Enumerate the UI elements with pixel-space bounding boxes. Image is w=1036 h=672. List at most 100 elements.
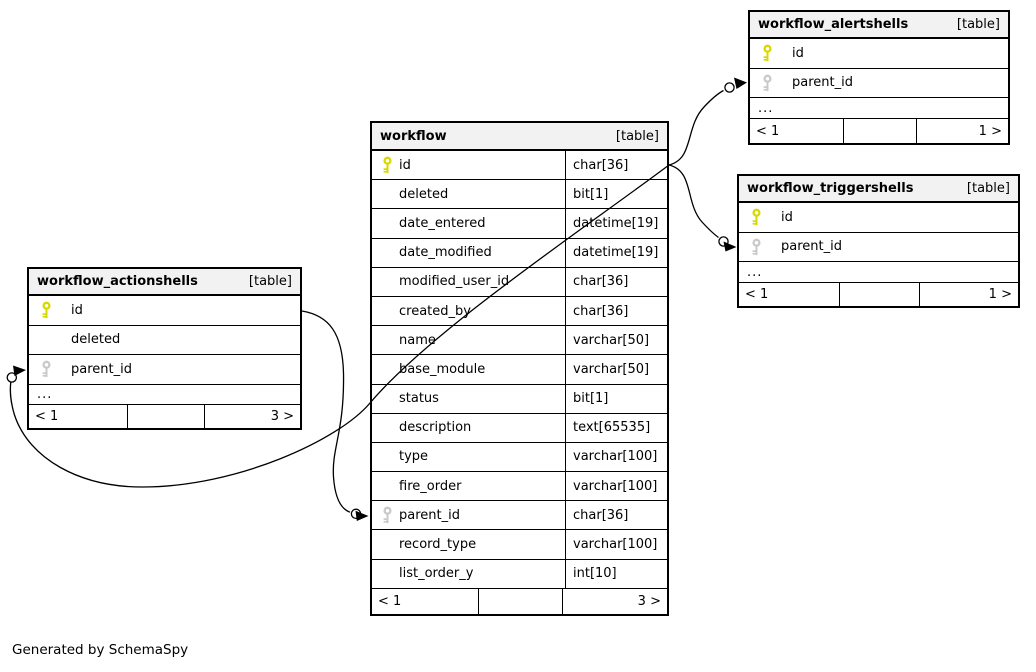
column-type: varchar[50] (573, 332, 650, 348)
column-row-description: description text[65535] (372, 413, 667, 443)
degree-out: 1 > (918, 283, 1018, 306)
column-name: base_module (399, 361, 486, 377)
table-title: workflow_triggershells (747, 181, 914, 196)
column-row-base_module: base_module varchar[50] (372, 355, 667, 385)
footer-middle-cell (126, 405, 204, 428)
arrowhead-icon-workflow-parent (355, 510, 369, 521)
table-workflow_triggershells: workflow_triggershells [table] id parent_id… (737, 174, 1020, 308)
column-divider (565, 442, 566, 472)
column-divider (565, 326, 566, 355)
column-type: varchar[50] (573, 361, 650, 377)
foreign-key-icon (383, 506, 392, 524)
column-divider (565, 267, 566, 296)
column-name: record_type (399, 537, 477, 553)
column-divider (565, 384, 566, 413)
column-row-date_modified: date_modified datetime[19] (372, 238, 667, 268)
table-header-workflow_alertshells[interactable]: workflow_alertshells [table] (750, 12, 1008, 39)
table-footer: < 1 3 > (372, 588, 667, 614)
hidden-columns-ellipsis: ... (739, 262, 1018, 283)
column-name: id (781, 209, 793, 225)
fk-circle-icon-workflow-parent (350, 508, 362, 520)
table-header-workflow[interactable]: workflow [table] (372, 123, 667, 151)
column-row-parent_id: parent_id (29, 355, 300, 385)
column-row-parent_id: parent_id (750, 68, 1008, 98)
column-name: id (792, 45, 804, 61)
foreign-key-icon (42, 360, 51, 378)
column-divider (565, 501, 566, 530)
column-type: char[36] (573, 157, 629, 173)
arrowhead-icon-actionshells (13, 365, 26, 376)
table-type-badge: [table] (615, 128, 659, 144)
fk-circle-icon-alertshells (724, 82, 735, 93)
column-row-name: name varchar[50] (372, 326, 667, 356)
table-title: workflow_alertshells (758, 17, 909, 32)
column-name: parent_id (71, 361, 132, 377)
column-type: bit[1] (573, 391, 609, 407)
column-type: datetime[19] (573, 245, 659, 261)
primary-key-icon (383, 156, 392, 174)
degree-out: 3 > (562, 588, 667, 614)
column-type: text[65535] (573, 420, 651, 436)
column-divider (565, 355, 566, 384)
degree-in: < 1 (35, 409, 59, 424)
column-divider (565, 530, 566, 559)
degree-in: < 1 (378, 593, 402, 609)
primary-key-icon (42, 301, 51, 319)
table-type-badge: [table] (248, 274, 292, 289)
column-name: parent_id (792, 75, 853, 91)
primary-key-icon (763, 44, 772, 62)
column-name: parent_id (399, 507, 460, 523)
column-row-deleted: deleted (29, 325, 300, 355)
column-divider (565, 238, 566, 267)
column-row-id: id (29, 296, 300, 326)
degree-out: 1 > (916, 119, 1008, 143)
table-title: workflow (380, 128, 447, 144)
table-header-workflow_triggershells[interactable]: workflow_triggershells [table] (739, 176, 1018, 203)
column-name: date_entered (399, 215, 486, 231)
column-divider (565, 472, 566, 501)
column-name: list_order_y (399, 566, 474, 582)
table-header-workflow_actionshells[interactable]: workflow_actionshells [table] (29, 269, 300, 296)
table-title: workflow_actionshells (37, 274, 198, 289)
column-name: description (399, 420, 472, 436)
relationship-line-actionshells-to-workflow (301, 310, 351, 513)
column-type: varchar[100] (573, 449, 658, 465)
column-divider (565, 413, 566, 442)
column-name: id (71, 302, 83, 318)
table-type-badge: [table] (966, 181, 1010, 196)
column-type: int[10] (573, 566, 617, 582)
column-name: deleted (399, 186, 449, 202)
arrowhead-icon-triggershells (723, 241, 737, 252)
column-name: parent_id (781, 239, 842, 255)
column-type: bit[1] (573, 186, 609, 202)
column-type: varchar[100] (573, 478, 658, 494)
column-type: char[36] (573, 274, 629, 290)
column-row-list_order_y: list_order_y int[10] (372, 559, 667, 589)
column-name: name (399, 332, 436, 348)
column-row-id: id (750, 39, 1008, 69)
table-workflow_actionshells: workflow_actionshells [table] id deleted par… (27, 267, 302, 430)
footer-middle-cell (839, 283, 919, 306)
column-name: date_modified (399, 245, 492, 261)
column-name: deleted (71, 332, 121, 348)
column-row-parent_id: parent_id (739, 232, 1018, 262)
relationship-line-workflow-to-alertshells (668, 89, 724, 166)
degree-in: < 1 (745, 287, 769, 302)
table-type-badge: [table] (956, 17, 1000, 32)
column-divider (565, 209, 566, 238)
degree-out: 3 > (203, 405, 300, 428)
generator-credit: Generated by SchemaSpy (12, 642, 189, 658)
relationship-line-workflow-to-triggershells (668, 164, 719, 239)
column-divider (565, 296, 566, 326)
